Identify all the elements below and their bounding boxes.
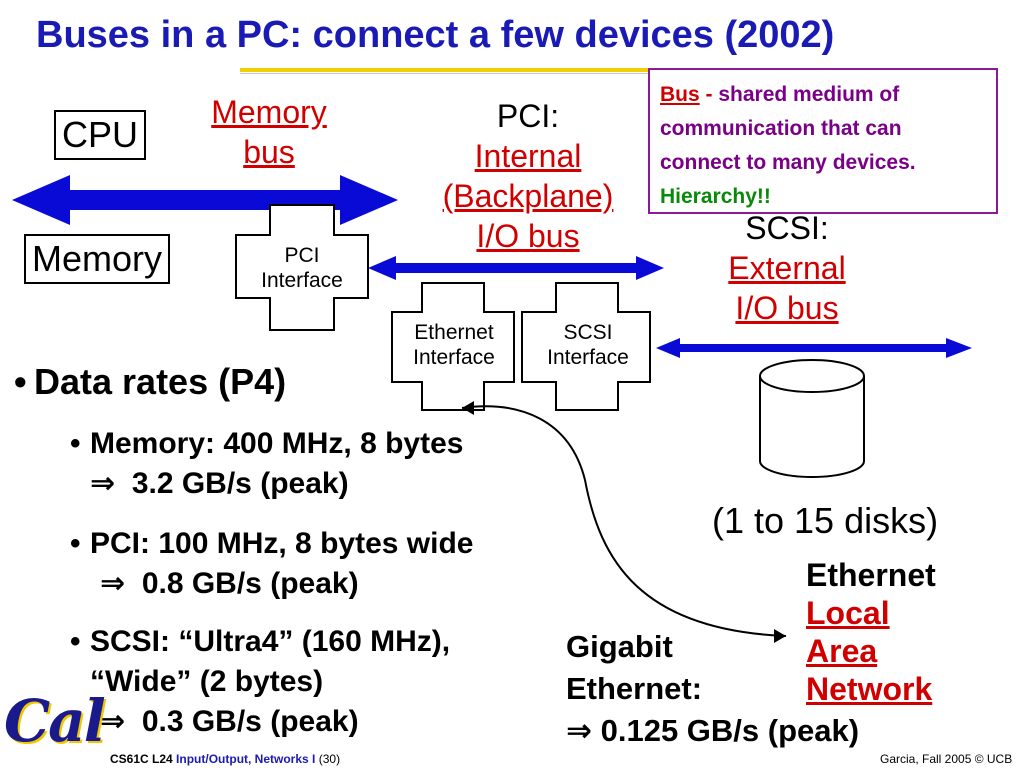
footer-topic: Input/Output, Networks I bbox=[176, 752, 316, 766]
bullet-pci-line-1: PCI: 100 MHz, 8 bytes wide bbox=[90, 527, 474, 560]
cal-logo: Cal bbox=[4, 687, 106, 755]
scsi-interface-label-1: SCSI bbox=[563, 321, 613, 344]
gigabit-label-3: 0.125 GB/s (peak) bbox=[600, 713, 860, 748]
ethernet-interface-shape bbox=[391, 282, 515, 411]
bullet-memory-line-1: Memory: 400 MHz, 8 bytes bbox=[90, 427, 464, 460]
bullet-data-rates: Data rates (P4) bbox=[14, 360, 286, 404]
ethernet-interface-label-1: Ethernet bbox=[414, 321, 494, 344]
pci-bus-label-1: Internal bbox=[474, 138, 582, 174]
disks-label: (1 to 15 disks) bbox=[712, 500, 939, 541]
gigabit-label-2: Ethernet: bbox=[566, 671, 703, 706]
memory-bus-arrow bbox=[12, 175, 398, 225]
scsi-bus-label-2: I/O bus bbox=[735, 290, 839, 326]
bullet-pci: PCI: 100 MHz, 8 bytes wide ⇒ 0.8 GB/s (p… bbox=[70, 524, 474, 604]
lan-connector-curve bbox=[461, 401, 787, 643]
pci-bus-arrow bbox=[368, 256, 664, 280]
lan-label: Ethernet Local Area Network bbox=[806, 556, 936, 708]
implies-icon: ⇒ bbox=[566, 713, 592, 748]
bullet-scsi-line-1: SCSI: “Ultra4” (160 MHz), bbox=[90, 625, 451, 658]
pci-interface-label: PCI Interface bbox=[238, 243, 366, 293]
memory-bus-label-2: bus bbox=[243, 134, 295, 170]
footer-credit: Garcia, Fall 2005 © UCB bbox=[880, 752, 1013, 766]
lan-label-3: Network bbox=[806, 671, 933, 707]
pci-bus-label-3: I/O bus bbox=[476, 218, 580, 254]
bus-definition-box: Bus - shared medium of communication tha… bbox=[648, 68, 998, 214]
scsi-interface-shape bbox=[521, 282, 651, 411]
ethernet-interface-label: Ethernet Interface bbox=[392, 320, 516, 370]
scsi-bus-label: SCSI: External I/O bus bbox=[700, 208, 874, 328]
bullet-memory: Memory: 400 MHz, 8 bytes ⇒ 3.2 GB/s (pea… bbox=[70, 424, 464, 504]
bullet-pci-line-2: 0.8 GB/s (peak) bbox=[141, 567, 359, 600]
pci-interface-label-1: PCI bbox=[284, 244, 320, 267]
implies-icon: ⇒ bbox=[90, 467, 116, 500]
pci-interface-shape bbox=[235, 204, 369, 331]
scsi-interface-label-2: Interface bbox=[547, 346, 629, 369]
title-underline bbox=[240, 68, 980, 74]
gigabit-label-1: Gigabit bbox=[566, 629, 673, 664]
footer-page: (30) bbox=[318, 752, 341, 766]
pci-bus-head: PCI: bbox=[496, 98, 560, 134]
bullet-scsi-line-2: “Wide” (2 bytes) bbox=[90, 665, 324, 698]
lan-label-2: Area bbox=[806, 633, 878, 669]
footer-course: CS61C L24 bbox=[110, 752, 173, 766]
pci-interface-label-2: Interface bbox=[261, 269, 343, 292]
bullet-scsi: SCSI: “Ultra4” (160 MHz), “Wide” (2 byte… bbox=[70, 622, 451, 742]
scsi-bus-label-1: External bbox=[728, 250, 846, 286]
definition-emphasis: Hierarchy!! bbox=[660, 185, 771, 208]
memory-box: Memory bbox=[24, 234, 171, 284]
definition-dash: - bbox=[699, 83, 719, 106]
definition-term: Bus bbox=[660, 83, 700, 106]
definition-text: shared medium of communication that can … bbox=[660, 83, 916, 174]
disk-cylinder bbox=[759, 359, 865, 478]
memory-bus-label: Memory bus bbox=[184, 92, 354, 172]
pci-bus-label-2: (Backplane) bbox=[442, 178, 614, 214]
pci-bus-label: PCI: Internal (Backplane) I/O bus bbox=[410, 96, 646, 256]
ethernet-interface-label-2: Interface bbox=[413, 346, 495, 369]
lan-label-head: Ethernet bbox=[806, 557, 936, 593]
memory-bus-label-1: Memory bbox=[211, 94, 327, 130]
cpu-box: CPU bbox=[54, 110, 147, 160]
implies-icon: ⇒ bbox=[100, 567, 126, 600]
implies-icon: ⇒ bbox=[100, 705, 126, 738]
bullet-memory-line-2: 3.2 GB/s (peak) bbox=[131, 467, 349, 500]
scsi-bus-head: SCSI: bbox=[745, 210, 829, 246]
slide-title: Buses in a PC: connect a few devices (20… bbox=[36, 14, 835, 56]
gigabit-label: Gigabit Ethernet: ⇒ 0.125 GB/s (peak) bbox=[566, 626, 859, 752]
scsi-interface-label: SCSI Interface bbox=[524, 320, 652, 370]
bullet-scsi-line-3: 0.3 GB/s (peak) bbox=[141, 705, 359, 738]
scsi-bus-arrow bbox=[656, 338, 972, 358]
footer-left: CS61C L24 Input/Output, Networks I (30) bbox=[110, 752, 340, 766]
lan-label-1: Local bbox=[806, 595, 890, 631]
